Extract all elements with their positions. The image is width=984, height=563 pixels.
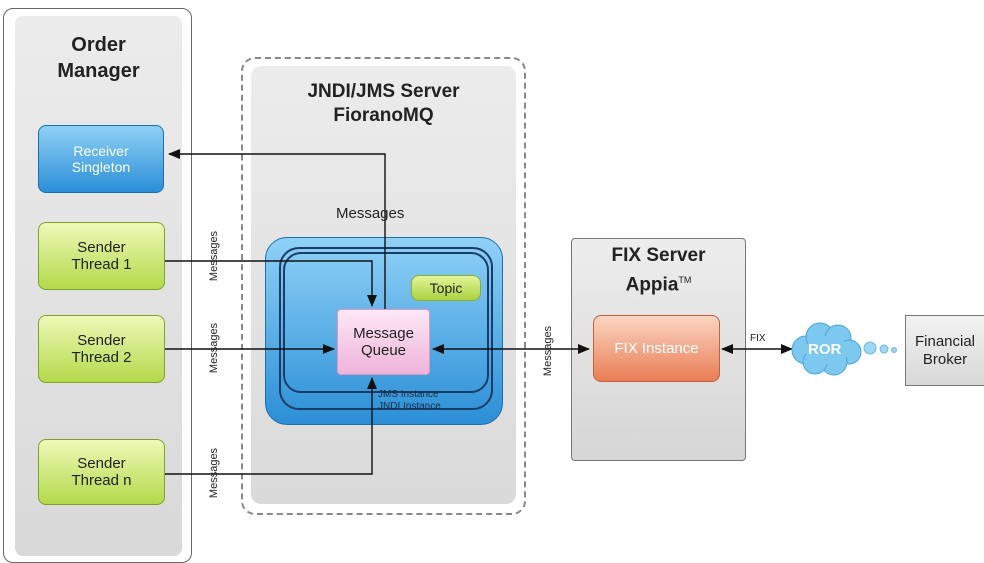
- fix-connector-label: FIX: [750, 333, 766, 344]
- jms-outline: [283, 252, 489, 393]
- topic-box: Topic: [411, 275, 481, 301]
- ror-label: ROR: [808, 341, 842, 358]
- sender-thread-2-box: Sender Thread 2: [38, 315, 165, 383]
- receiver-singleton-box: Receiver Singleton: [38, 125, 164, 193]
- fix-server-title: FIX Server AppiaTM: [611, 245, 706, 296]
- ror-bubble-3: [891, 347, 897, 353]
- jms-instance-label: JMS Instance: [378, 389, 439, 400]
- jndi-outline: [279, 247, 493, 410]
- messages-label-sender2: Messages: [208, 322, 220, 374]
- financial-broker-box: Financial Broker: [905, 315, 984, 386]
- messages-label-sender1: Messages: [208, 230, 220, 282]
- sender-thread-n-box: Sender Thread n: [38, 439, 165, 505]
- ror-bubble-1: [863, 341, 877, 355]
- message-queue-box: Message Queue: [337, 309, 430, 375]
- ror-bubble-2: [879, 344, 889, 354]
- messages-label-sender-n: Messages: [208, 447, 220, 499]
- messages-top-label: Messages: [336, 205, 405, 222]
- jms-server-title: JNDI/JMS Server FioranoMQ: [307, 81, 460, 126]
- sender-thread-1-box: Sender Thread 1: [38, 222, 165, 290]
- fix-instance-box: FIX Instance: [593, 315, 720, 382]
- trademark-mark: TM: [678, 275, 692, 285]
- order-manager-title: Order Manager: [57, 34, 140, 82]
- messages-label-fix: Messages: [542, 325, 554, 377]
- jndi-instance-label: JNDI Instance: [378, 401, 441, 412]
